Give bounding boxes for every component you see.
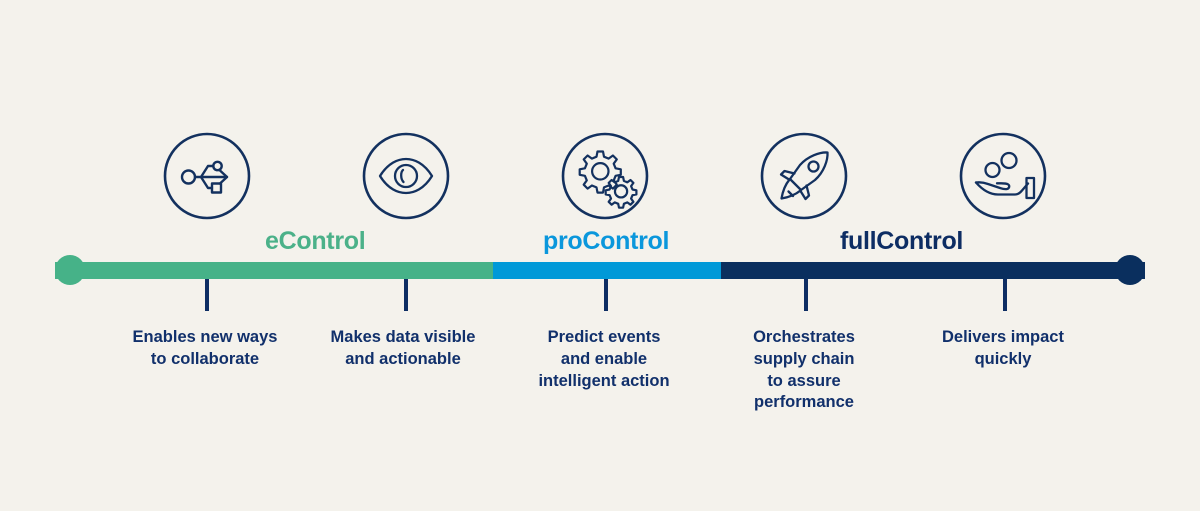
timeline-segment-econtrol: [55, 262, 493, 279]
timeline-start-marker: [55, 255, 85, 285]
timeline-bar: [55, 262, 1145, 279]
timeline-tick-5: [1003, 279, 1007, 311]
milestone-caption-2: Makes data visible and actionable: [330, 328, 476, 368]
timeline-tick-3: [604, 279, 608, 311]
rocket-icon: [760, 132, 848, 220]
hand-coins-icon: [959, 132, 1047, 220]
milestone-caption-5: Delivers impact quickly: [942, 328, 1064, 368]
milestone-caption-1: Enables new ways to collaborate: [132, 328, 278, 368]
timeline-end-marker: [1115, 255, 1145, 285]
eye-icon: [362, 132, 450, 220]
timeline-segment-procontrol: [493, 262, 721, 279]
phase-title-procontrol: proControl: [543, 227, 670, 255]
timeline-tick-4: [804, 279, 808, 311]
usb-connector-icon: [163, 132, 251, 220]
milestone-caption-4: Orchestrates supply chain to assure perf…: [753, 328, 855, 412]
timeline-tick-2: [404, 279, 408, 311]
milestone-caption-3: Predict events and enable intelligent ac…: [538, 328, 670, 390]
gears-icon: [561, 132, 649, 220]
timeline-segment-fullcontrol: [721, 262, 1145, 279]
phase-title-econtrol: eControl: [265, 227, 366, 255]
timeline-tick-1: [205, 279, 209, 311]
phase-title-fullcontrol: fullControl: [840, 227, 964, 255]
